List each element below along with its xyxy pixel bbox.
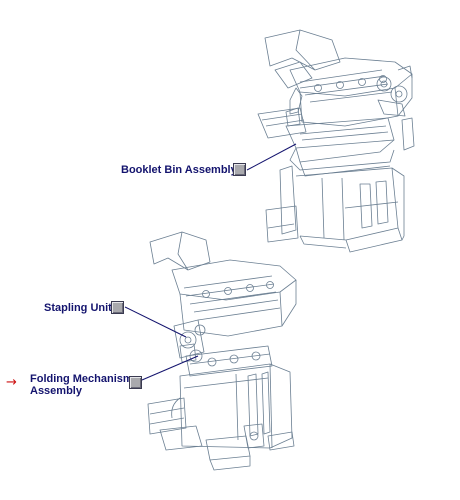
folding-mechanism-assembly-label: Folding Mechanism Assembly: [30, 373, 133, 397]
leader-line-stapling-unit: [124, 306, 187, 338]
booklet-bin-assembly-label: Booklet Bin Assembly: [121, 164, 237, 176]
leader-line-booklet-bin: [246, 143, 297, 171]
upper-unit-drawing: [257, 29, 415, 253]
stapling-unit-hotspot-icon[interactable]: [111, 301, 124, 314]
booklet-bin-assembly-hotspot-icon[interactable]: [233, 163, 246, 176]
right-arrow-icon: →: [6, 375, 17, 390]
folding-mechanism-label-line1: Folding Mechanism: [30, 373, 133, 385]
lower-unit-drawing: [147, 231, 297, 471]
folding-mechanism-label-line2: Assembly: [30, 385, 82, 397]
leader-line-folding-mechanism: [141, 355, 199, 381]
folding-mechanism-assembly-hotspot-icon[interactable]: [129, 376, 142, 389]
stapling-unit-label: Stapling Unit: [44, 302, 112, 314]
